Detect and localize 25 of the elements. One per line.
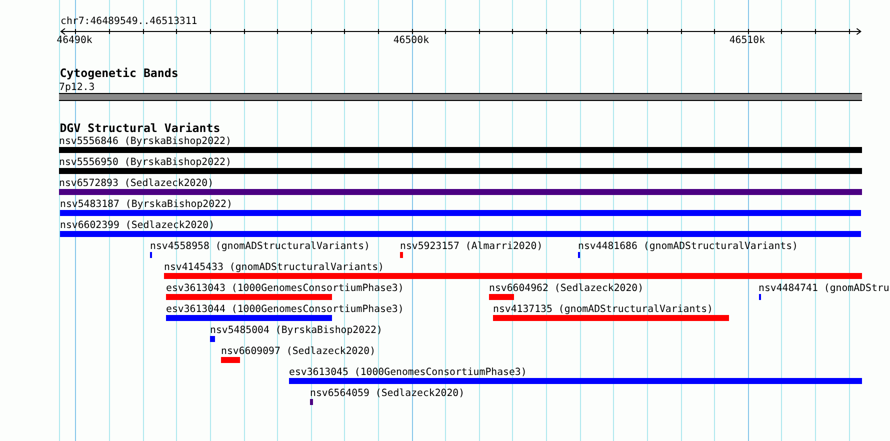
feature-label: nsv6564059 (Sedlazeck2020) — [310, 388, 465, 398]
feature-label: esv3613045 (1000GenomesConsortiumPhase3) — [289, 366, 527, 378]
location-label: chr7:46489549..46513311 — [60, 16, 198, 27]
feature-label: nsv5556950 (ByrskaBishop2022) — [59, 156, 232, 168]
tick-label: 46500k — [393, 35, 430, 46]
feature-label: esv3613043 (1000GenomesConsortiumPhase3) — [166, 282, 404, 294]
feature-label: nsv6572893 (Sedlazeck2020) — [59, 178, 214, 188]
feature-label: nsv4137135 (gnomADStructuralVariants) — [493, 304, 713, 314]
track-title: Cytogenetic Bands — [60, 67, 178, 80]
band-label: 7p12.3 — [59, 82, 95, 92]
feature-label: nsv6602399 (Sedlazeck2020) — [60, 220, 215, 230]
feature-label: nsv5485004 (ByrskaBishop2022) — [210, 324, 382, 336]
feature-label: nsv5556846 (ByrskaBishop2022) — [59, 136, 232, 146]
track-title: DGV Structural Variants — [60, 122, 220, 135]
tick-label: 46510k — [729, 35, 766, 46]
feature-label: nsv4481686 (gnomADStructuralVariants) — [578, 240, 798, 252]
tick-label: 46490k — [56, 35, 92, 46]
feature-label: nsv5923157 (Almarri2020) — [400, 240, 543, 252]
feature-label: nsv6609097 (Sedlazeck2020) — [221, 346, 376, 356]
feature-label: nsv4558958 (gnomADStructuralVariants) — [150, 240, 370, 252]
feature-label: nsv5483187 (ByrskaBishop2022) — [60, 198, 232, 210]
feature-label: nsv6604962 (Sedlazeck2020) — [489, 282, 644, 294]
feature-label: nsv4145433 (gnomADStructuralVariants) — [164, 262, 384, 272]
feature-label: nsv4484741 (gnomADStru — [758, 282, 890, 294]
feature-label: esv3613044 (1000GenomesConsortiumPhase3) — [166, 304, 404, 314]
